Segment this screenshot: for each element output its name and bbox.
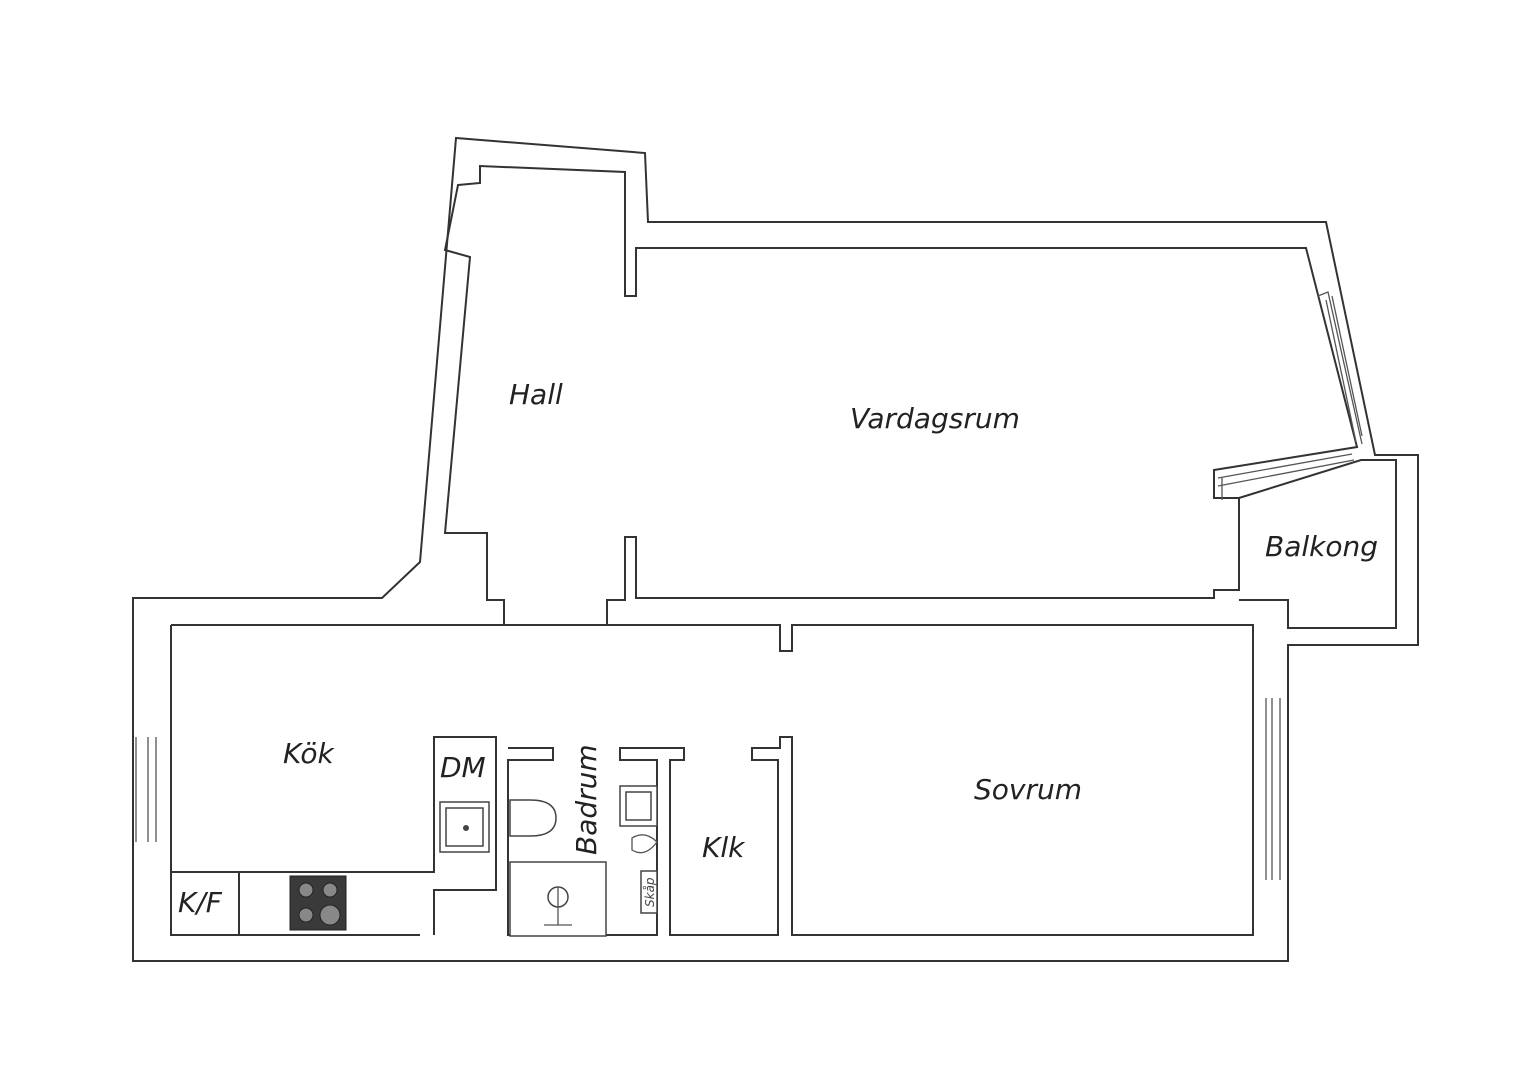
wash-basin-icon	[619, 785, 658, 854]
label-badrum: Badrum	[570, 744, 603, 855]
kok-room	[170, 624, 1254, 936]
label-vardagsrum: Vardagsrum	[850, 402, 1020, 435]
window-sovrum	[1265, 698, 1281, 880]
label-skap: Skåp	[643, 877, 657, 907]
kitchen-sink-icon	[439, 801, 490, 853]
label-balkong: Balkong	[1265, 530, 1378, 563]
hall-room	[443, 164, 1359, 626]
label-sovrum: Sovrum	[974, 773, 1082, 806]
window-kok	[135, 737, 157, 842]
skap-cabinet	[640, 870, 658, 914]
window-vardagsrum	[1317, 291, 1363, 445]
toilet-icon	[509, 799, 557, 837]
label-klk: Klk	[702, 831, 746, 864]
label-kf: K/F	[178, 886, 223, 919]
label-dm: DM	[440, 751, 486, 784]
shower-icon	[509, 861, 607, 937]
outer-wall	[132, 136, 1419, 962]
label-hall: Hall	[509, 378, 563, 411]
balkong-room	[1238, 459, 1397, 629]
label-kok: Kök	[283, 737, 335, 770]
stove-icon	[289, 875, 347, 931]
window-vardagsrum-bay	[1217, 453, 1355, 500]
